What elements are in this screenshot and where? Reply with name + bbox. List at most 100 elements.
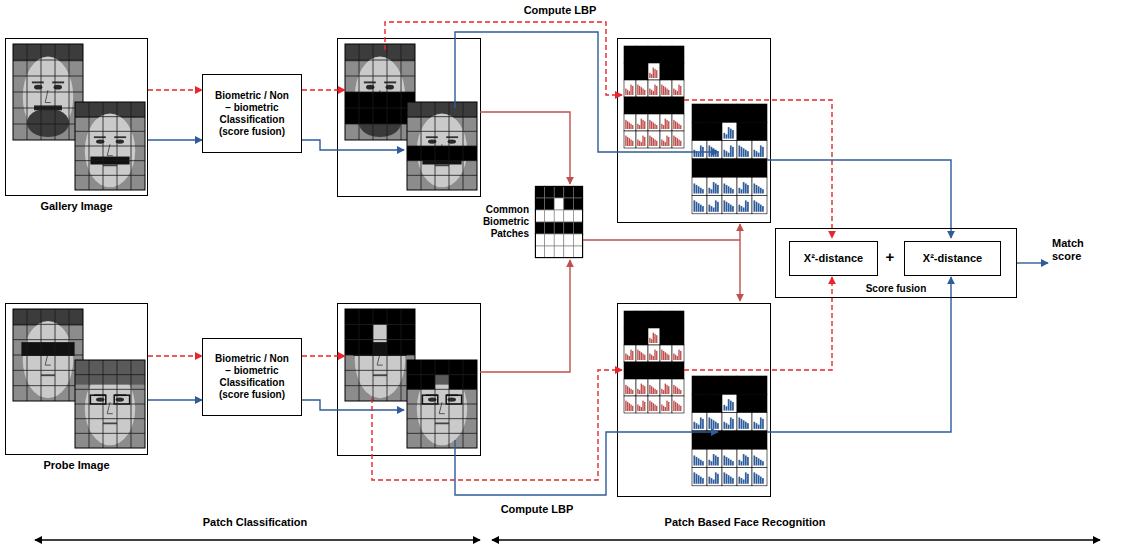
flow-line: [302, 355, 345, 356]
histogram-bar: [661, 405, 662, 412]
histogram-bar: [661, 389, 662, 394]
lbp-cell: [660, 379, 672, 396]
histogram-bar: [715, 150, 717, 157]
histogram-bar: [666, 120, 667, 129]
masked-cell: [648, 46, 660, 63]
classified-panel: [338, 304, 481, 456]
histogram-bar: [717, 185, 719, 194]
histogram-bar: [745, 150, 747, 157]
patch-cell: [573, 246, 583, 258]
edge-connector: [148, 399, 202, 400]
probe-image-panel: Probe Image: [5, 303, 148, 455]
histogram-bar: [641, 352, 642, 360]
histogram-bar: [649, 385, 650, 394]
histogram-bar: [758, 186, 760, 193]
masked-patch: [463, 360, 477, 375]
histogram-bar: [661, 350, 662, 360]
lbp-cell: [636, 80, 648, 97]
histogram-bar: [745, 200, 747, 211]
patch-cell: [554, 186, 564, 198]
histogram-bar: [698, 475, 700, 484]
patch-cell: [564, 246, 574, 258]
histogram-bar: [694, 150, 696, 157]
histogram-bar: [696, 474, 698, 484]
box-text: X²-distance: [914, 252, 991, 265]
histogram-bar: [651, 355, 652, 360]
histogram-bar: [732, 147, 734, 157]
histogram-bar: [741, 419, 743, 429]
glasses: [114, 395, 129, 404]
masked-cell: [692, 376, 707, 394]
histogram-bar: [741, 461, 743, 465]
patch-cell: [573, 234, 583, 246]
histogram-bar: [756, 151, 758, 157]
patch-grid-line: [407, 418, 477, 419]
histogram-bar: [680, 390, 681, 394]
masked-cell: [636, 311, 648, 328]
group-caption: Score fusion: [776, 283, 1016, 294]
histogram-bar: [732, 419, 734, 429]
masked-patch: [387, 340, 401, 355]
patch-cell: [535, 222, 545, 234]
masked-patch: [373, 108, 387, 124]
histogram-bar: [728, 475, 730, 484]
panel-caption: Gallery Image: [6, 200, 147, 212]
masked-cell: [648, 362, 660, 379]
lbp-cell: [636, 345, 648, 362]
histogram-bar: [728, 458, 730, 465]
masked-cell: [707, 104, 722, 122]
photo-ground: [13, 309, 83, 401]
histogram-bar: [698, 203, 700, 212]
histogram-bar: [756, 423, 758, 429]
masked-patch: [345, 324, 359, 339]
lbp-cell: [672, 80, 684, 97]
patch-grid-line: [13, 60, 83, 61]
histogram-bar: [700, 145, 702, 156]
histogram-bar: [639, 141, 640, 146]
photo-ground: [75, 102, 145, 190]
histogram-bar: [694, 183, 696, 193]
histogram-bar: [680, 141, 681, 146]
histogram-bar: [700, 460, 702, 466]
histogram-bar: [711, 478, 713, 484]
flow-line: [455, 32, 718, 152]
masked-patch: [449, 360, 463, 375]
histogram-bar: [730, 205, 732, 212]
patch-grid-line: [13, 108, 83, 109]
histogram-bar: [663, 390, 664, 394]
lbp-cell: [737, 413, 752, 431]
lbp-cell: [672, 131, 684, 148]
histogram-bar: [654, 69, 655, 78]
histogram-bar: [702, 206, 704, 212]
histogram-bar: [627, 355, 628, 360]
histogram-bar: [754, 150, 756, 157]
lbp-cell: [692, 177, 707, 195]
masked-cell: [752, 122, 767, 140]
histogram-bar: [668, 90, 669, 95]
histogram-bar: [726, 474, 728, 484]
mouth: [435, 164, 449, 166]
masked-patch: [401, 309, 415, 324]
probe-face: [75, 360, 145, 448]
histogram-bar: [739, 205, 741, 212]
patch-grid-line: [407, 116, 477, 117]
patch-cell: [564, 198, 574, 210]
lbp-cell: [624, 379, 636, 396]
histogram-bar: [663, 141, 664, 146]
histogram-bar: [717, 457, 719, 466]
histogram-bar: [678, 85, 679, 95]
photo-border: [75, 360, 145, 448]
histogram-bar: [694, 422, 696, 429]
histogram-bar: [713, 454, 715, 465]
masked-cell: [636, 46, 648, 63]
histogram-bar: [666, 89, 667, 96]
patch-cell: [564, 210, 574, 222]
masked-patch: [359, 324, 373, 339]
patch-cell: [545, 186, 555, 198]
lbp-cell: [672, 114, 684, 131]
histogram-bar: [665, 142, 666, 146]
histogram-bar: [625, 136, 626, 146]
histogram-bar: [726, 185, 728, 194]
histogram-bar: [656, 70, 657, 78]
histogram-bar: [760, 205, 762, 212]
